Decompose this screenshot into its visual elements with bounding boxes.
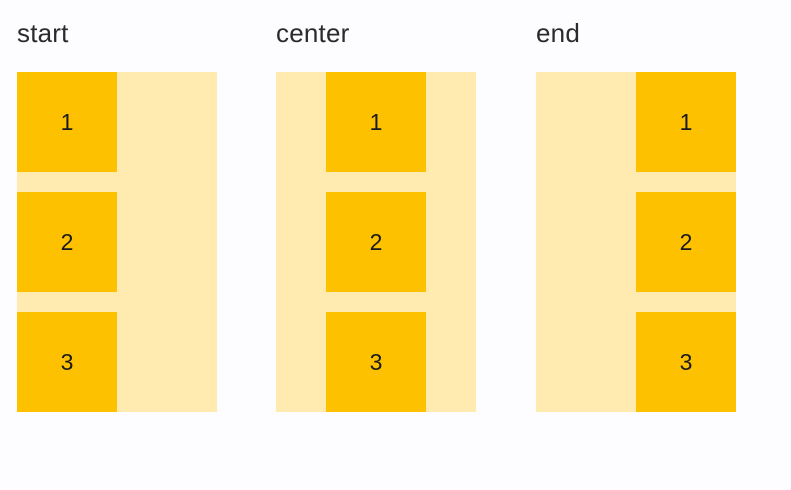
flex-item: 3 xyxy=(636,312,736,412)
flex-container-center: 1 2 3 xyxy=(276,72,476,412)
flex-item-label: 2 xyxy=(369,228,383,255)
flex-item-label: 2 xyxy=(60,228,74,255)
flex-item: 2 xyxy=(326,192,426,292)
flex-item: 2 xyxy=(636,192,736,292)
flex-item: 2 xyxy=(17,192,117,292)
flex-item: 1 xyxy=(636,72,736,172)
flex-item: 3 xyxy=(17,312,117,412)
flex-item-label: 3 xyxy=(369,348,383,375)
flex-item: 1 xyxy=(326,72,426,172)
flex-container-end: 1 2 3 xyxy=(536,72,736,412)
flex-item-label: 1 xyxy=(60,108,74,135)
flex-item-label: 1 xyxy=(679,108,693,135)
demo-label-start: start xyxy=(17,18,69,48)
flex-item-label: 1 xyxy=(369,108,383,135)
demo-label-center: center xyxy=(276,18,350,48)
flex-item-label: 3 xyxy=(60,348,74,375)
demo-label-end: end xyxy=(536,18,580,48)
flex-container-start: 1 2 3 xyxy=(17,72,217,412)
flex-item: 1 xyxy=(17,72,117,172)
flex-item: 3 xyxy=(326,312,426,412)
flex-item-label: 2 xyxy=(679,228,693,255)
flex-item-label: 3 xyxy=(679,348,693,375)
